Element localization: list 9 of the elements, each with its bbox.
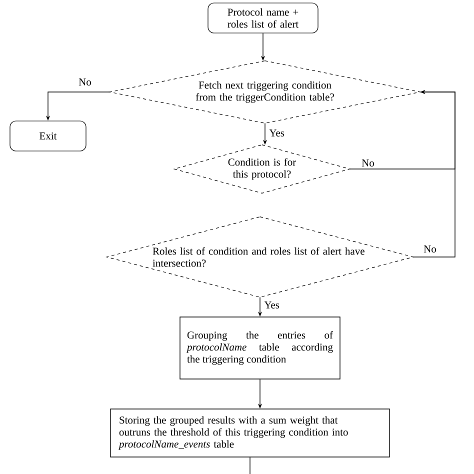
edge-label: No bbox=[422, 244, 438, 254]
edge-label: No bbox=[78, 78, 92, 86]
process-box: Grouping the entries of protocolName table according the triggering condition bbox=[180, 316, 340, 380]
edge-label: No bbox=[360, 158, 376, 168]
process-box: Storing the grouped results with a sum weight that outruns the threshold of this triggering condition into protocolName_events table bbox=[110, 408, 390, 458]
edge-label: Yes bbox=[263, 300, 280, 310]
terminal-box: Exit bbox=[10, 120, 86, 152]
edge-label: Yes bbox=[268, 128, 286, 138]
terminal-box: Protocol name + roles list of alert bbox=[208, 2, 318, 34]
